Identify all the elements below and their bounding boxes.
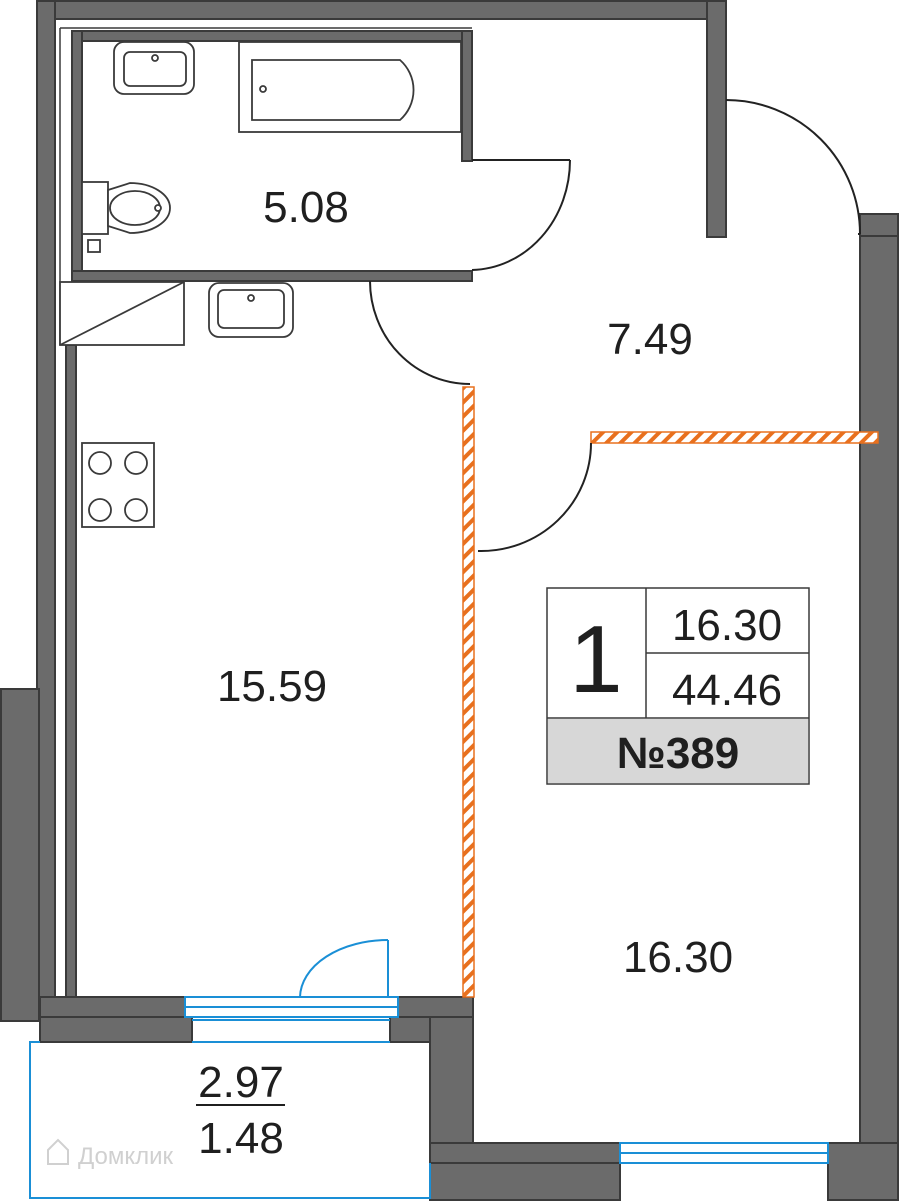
doors xyxy=(299,99,861,998)
watermark-house-icon xyxy=(47,1138,69,1165)
bath-wall-right xyxy=(461,30,473,162)
wall-bottom-left-2 xyxy=(39,1016,193,1043)
wall-bottom-mid xyxy=(397,996,474,1020)
bedroom-area-label: 16.30 xyxy=(623,933,733,982)
room-count: 1 xyxy=(569,606,622,713)
info-box-number-bg xyxy=(548,719,808,783)
bath-wall-left xyxy=(71,30,83,282)
wall-bottom-right xyxy=(429,1142,621,1164)
wall-top xyxy=(36,0,726,20)
cabinet-icon xyxy=(59,281,185,346)
balcony-area-reduced: 1.48 xyxy=(198,1114,284,1163)
bath-wall-bottom xyxy=(71,270,473,282)
kitchen-door-arc xyxy=(369,280,471,385)
bath-wall-top xyxy=(71,30,473,42)
living-area-value: 16.30 xyxy=(672,601,782,650)
toilet-icon xyxy=(81,181,171,253)
wall-bottom-mid-2 xyxy=(389,1016,431,1043)
watermark-text: Домклик xyxy=(78,1143,174,1170)
bath-door-arc xyxy=(471,159,571,271)
wall-bottom-left xyxy=(39,996,186,1018)
fixtures xyxy=(59,41,462,528)
wall-bottom-right-2 xyxy=(429,1162,621,1201)
partition-vertical xyxy=(462,386,475,998)
stove-icon xyxy=(81,442,155,528)
bathtub-icon xyxy=(238,41,462,133)
kitchen-area-label: 15.59 xyxy=(217,662,327,711)
wall-left-bump xyxy=(0,688,40,1022)
watermark: Домклик xyxy=(47,1138,174,1170)
total-area-value: 44.46 xyxy=(672,666,782,715)
windows xyxy=(29,996,829,1199)
wall-right-top xyxy=(859,213,899,237)
wall-top-right-stub xyxy=(706,0,727,238)
wall-balcony-right xyxy=(429,1016,474,1164)
balcony-area-total: 2.97 xyxy=(198,1058,284,1107)
bedroom-door-arc xyxy=(477,442,592,553)
kitchen-sink-icon xyxy=(208,282,294,338)
partition-horizontal xyxy=(590,431,879,444)
hallway-area-label: 7.49 xyxy=(607,315,693,364)
entrance-door-arc xyxy=(725,99,861,235)
apartment-number: №389 xyxy=(617,729,739,778)
balcony-outline xyxy=(29,1041,431,1199)
balcony-door-arc xyxy=(299,939,389,998)
wall-bottom-corner xyxy=(827,1142,899,1201)
wall-right xyxy=(859,213,899,1199)
bathroom-area-label: 5.08 xyxy=(263,183,349,232)
info-box: 1 16.30 44.46 №389 xyxy=(546,587,810,785)
kitchen-inner-wall xyxy=(65,344,77,998)
sink-icon xyxy=(113,41,195,95)
